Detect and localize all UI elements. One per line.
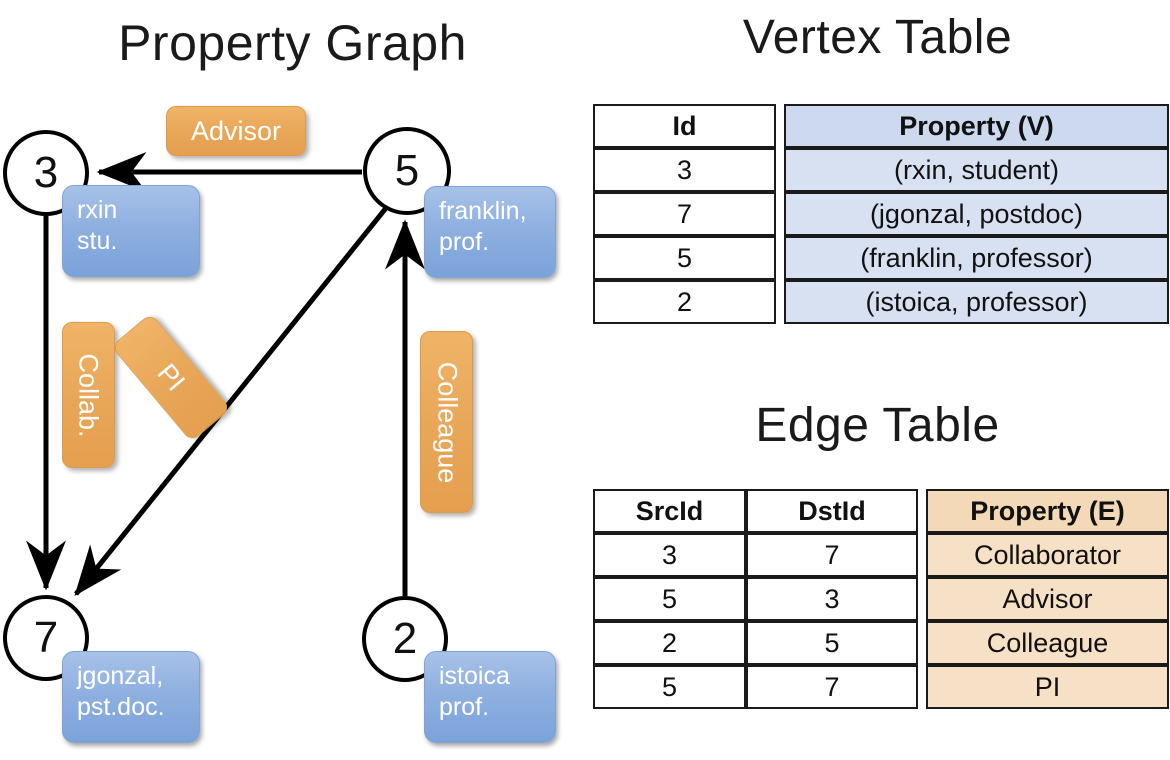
vertex-table: Id Property (V) 3 (rxin, student) 7 (jgo… [593,104,1169,324]
edge-row-1-src: 5 [593,577,746,621]
edge-label-colleague-text: Colleague [432,361,462,483]
edge-table-header-srcid: SrcId [593,489,746,533]
vertex-row-1-id: 7 [593,192,776,236]
node-property-box-5[interactable]: franklin, prof. [424,186,556,278]
graph-node-7-label: 7 [33,613,59,662]
edge-label-advisor-text: Advisor [190,115,282,146]
node-property-3-line2: stu. [77,226,118,255]
graph-node-2[interactable]: 2 [362,596,448,682]
edge-label-box-collab[interactable]: Collab. [62,322,115,468]
node-property-box-2[interactable]: istoica prof. [424,651,556,743]
property-graph-diagram: 3 5 7 2 rxin stu. franklin, prof. jgonza… [3,106,556,743]
node-property-3-line1: rxin [77,196,118,224]
page-title-property-graph: Property Graph [118,15,467,71]
vertex-row-0-id: 3 [593,148,776,192]
graph-edges-layer [26,152,425,596]
node-property-7-line2: pst.doc. [77,692,165,721]
table-header-row: SrcId DstId Property (E) [593,489,1169,533]
graph-node-5-label: 5 [394,146,420,195]
table-row[interactable]: 2 (istoica, professor) [593,280,1169,324]
column-divider [776,148,784,192]
node-property-2-line1: istoica [439,662,510,690]
table-row[interactable]: 3 (rxin, student) [593,148,1169,192]
edge-row-2-src: 2 [593,621,746,665]
edge-row-2-property: Colleague [926,621,1169,665]
page-title-edge-table: Edge Table [755,399,1000,452]
edge-table: SrcId DstId Property (E) 3 7 Collaborato… [593,489,1169,709]
edge-label-collab-text: Collab. [74,352,105,438]
edge-row-3-src: 5 [593,665,746,709]
edge-row-1-dst: 3 [746,577,918,621]
edge-row-1-property: Advisor [926,577,1169,621]
column-divider [918,665,926,709]
node-property-box-7[interactable]: jgonzal, pst.doc. [62,651,200,743]
vertex-row-2-id: 5 [593,236,776,280]
vertex-row-0-property: (rxin, student) [784,148,1169,192]
table-header-row: Id Property (V) [593,104,1169,148]
edge-label-box-colleague[interactable]: Colleague [420,331,473,513]
edge-table-header-dstid: DstId [746,489,918,533]
table-row[interactable]: 5 7 PI [593,665,1169,709]
vertex-row-3-property: (istoica, professor) [784,280,1169,324]
table-row[interactable]: 5 3 Advisor [593,577,1169,621]
vertex-row-1-property: (jgonzal, postdoc) [784,192,1169,236]
edge-line-5-to-7 [74,206,388,596]
node-property-7-line1: jgonzal, [77,662,164,690]
edge-row-0-property: Collaborator [926,533,1169,577]
edge-table-header-property: Property (E) [926,489,1169,533]
column-divider [918,533,926,577]
edge-label-box-advisor[interactable]: Advisor [166,106,306,156]
edge-row-3-property: PI [926,665,1169,709]
column-divider [776,236,784,280]
node-property-5-line2: prof. [439,227,490,256]
column-divider [776,104,784,148]
node-property-5-line1: franklin, [439,197,527,225]
table-row[interactable]: 5 (franklin, professor) [593,236,1169,280]
vertex-row-3-id: 2 [593,280,776,324]
table-row[interactable]: 7 (jgonzal, postdoc) [593,192,1169,236]
table-row[interactable]: 3 7 Collaborator [593,533,1169,577]
graph-node-2-label: 2 [392,614,418,663]
column-divider [918,621,926,665]
vertex-table-header-id: Id [593,104,776,148]
edge-row-0-src: 3 [593,533,746,577]
graph-node-5[interactable]: 5 [363,127,451,215]
column-divider [918,489,926,533]
edge-label-pi-text: PI [151,357,192,397]
page-title-vertex-table: Vertex Table [742,11,1013,64]
graph-node-3-label: 3 [33,148,59,197]
vertex-row-2-property: (franklin, professor) [784,236,1169,280]
edge-row-0-dst: 7 [746,533,918,577]
edge-row-2-dst: 5 [746,621,918,665]
node-property-box-3[interactable]: rxin stu. [62,185,200,277]
column-divider [918,577,926,621]
table-row[interactable]: 2 5 Colleague [593,621,1169,665]
edge-row-3-dst: 7 [746,665,918,709]
node-property-2-line2: prof. [439,692,490,721]
column-divider [776,280,784,324]
column-divider [776,192,784,236]
vertex-table-header-property: Property (V) [784,104,1169,148]
